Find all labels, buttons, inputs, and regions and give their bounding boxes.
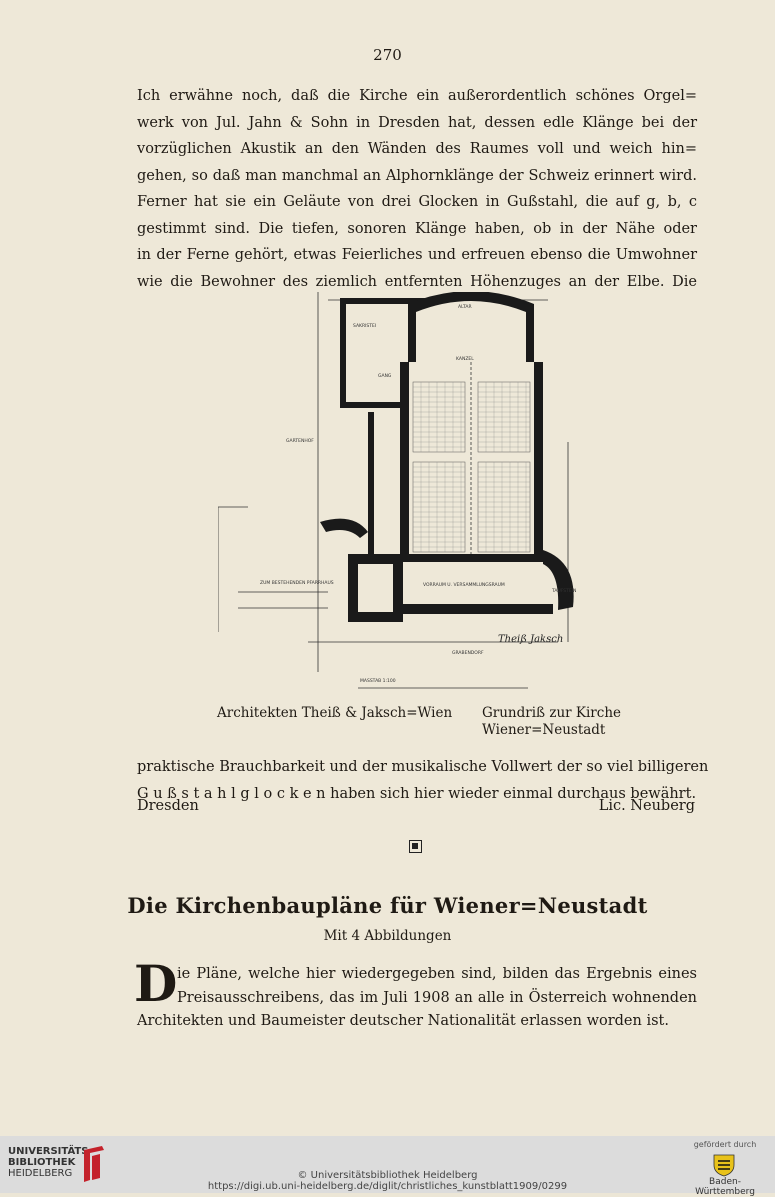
library-line: UNIVERSITÄTS- xyxy=(8,1146,93,1157)
text-line: werk von Jul. Jahn & Sohn in Dresden hat… xyxy=(137,114,697,131)
text-line: gehen, so daß man manchmal an Alphornklä… xyxy=(137,167,697,184)
figure-caption-title: Grundriß zur Kirche Wiener=Neustadt xyxy=(482,705,621,739)
text-line: Architekten und Baumeister deutscher Nat… xyxy=(137,1013,669,1029)
document-page: 270 Ich erwähne noch, daß die Kirche ein… xyxy=(127,46,709,1034)
plan-label-sakristei: SAKRISTEI xyxy=(353,323,376,329)
plan-label-gartenhof: GARTENHOF xyxy=(286,438,314,444)
state-coat-of-arms-icon xyxy=(713,1154,735,1177)
funded-by-text: gefördert durch xyxy=(693,1140,757,1149)
figure-caption-architects: Architekten Theiß & Jaksch=Wien xyxy=(217,705,453,721)
caption-line: Wiener=Neustadt xyxy=(482,722,606,738)
plan-label-taufstein: TAUFSTEIN xyxy=(551,588,576,594)
funding-block: gefördert durch Baden-Württemberg xyxy=(685,1140,765,1197)
text-line: praktische Brauchbarkeit und der musikal… xyxy=(137,759,709,775)
copyright-text: © Universitätsbibliothek Heidelberg xyxy=(297,1170,478,1181)
signature-author: Lic. Neuberg xyxy=(598,798,695,814)
library-logo-icon xyxy=(84,1146,104,1182)
library-name[interactable]: UNIVERSITÄTS- BIBLIOTHEK HEIDELBERG xyxy=(8,1146,93,1179)
paragraph-conclusion: praktische Brauchbarkeit und der musikal… xyxy=(137,754,709,807)
text-line: G u ß s t a h l g l o c k e n haben sich… xyxy=(137,785,697,802)
library-line: HEIDELBERG xyxy=(8,1168,73,1179)
plan-label-kanzel: KANZEL xyxy=(456,356,474,362)
text-line: gestimmt sind. Die tiefen, sonoren Kläng… xyxy=(137,220,697,237)
library-line: BIBLIOTHEK xyxy=(8,1157,76,1168)
floor-plan-figure: ALTAR SAKRISTEI KANZEL GANG GARTENHOF VO… xyxy=(218,292,576,689)
text-line: vorzüglichen Akustik an den Wänden des R… xyxy=(137,141,697,157)
plan-label-gasse: GRABENDORF xyxy=(452,650,484,656)
copyright-block: © Universitätsbibliothek Heidelberg http… xyxy=(0,1170,775,1192)
page-number: 270 xyxy=(373,46,402,64)
plan-scale-label: MASSTAB 1:100 xyxy=(360,678,396,684)
plan-label-pfarrhaus: ZUM BESTEHENDEN PFARRHAUS xyxy=(260,580,334,586)
text-line: Preisausschreibens, das im Juli 1908 an … xyxy=(177,989,697,1006)
paragraph-intro: D ie Pläne, welche hier wiedergegeben si… xyxy=(134,959,697,1034)
architect-signature: Theiß Jaksch xyxy=(498,634,563,645)
text-line: Ferner hat sie ein Geläute von drei Gloc… xyxy=(137,194,697,210)
text-line: wie die Bewohner des ziemlich entfernten… xyxy=(137,273,697,290)
signature-place: Dresden xyxy=(137,798,199,814)
text-line: ie Pläne, welche hier wiedergegeben sind… xyxy=(177,966,697,982)
paragraph-organ-bells: Ich erwähne noch, daß die Kirche ein auß… xyxy=(137,83,697,295)
caption-line: Grundriß zur Kirche xyxy=(482,705,622,721)
plan-label-vorraum: VORRAUM U. VERSAMMLUNGSRAUM xyxy=(423,582,505,588)
article-heading: Die Kirchenbaupläne für Wiener=Neustadt xyxy=(127,893,648,918)
viewer-footer: UNIVERSITÄTS- BIBLIOTHEK HEIDELBERG © Un… xyxy=(0,1136,775,1197)
article-subheading: Mit 4 Abbildungen xyxy=(323,928,452,944)
permalink-link[interactable]: https://digi.ub.uni-heidelberg.de/diglit… xyxy=(207,1181,568,1192)
drop-cap: D xyxy=(134,954,178,1013)
section-ornament-icon xyxy=(409,840,422,853)
plan-label-gang: GANG xyxy=(378,373,392,379)
text-line: Ich erwähne noch, daß die Kirche ein auß… xyxy=(137,88,697,104)
text-line: in der Ferne gehört, etwas Feierliches u… xyxy=(137,247,697,263)
signature-line: Dresden Lic. Neuberg xyxy=(137,798,695,814)
plan-label-altar: ALTAR xyxy=(458,304,472,310)
funder-name: Baden-Württemberg xyxy=(695,1177,755,1197)
